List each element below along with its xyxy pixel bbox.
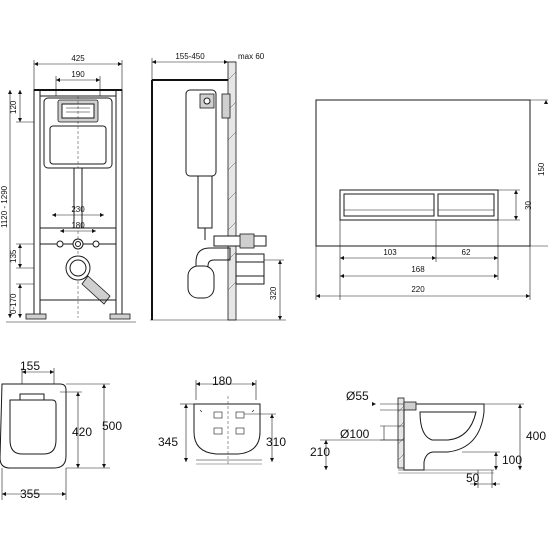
plate-height-label: 150 [537,162,546,176]
floor-range-label: 0-170 [9,293,18,314]
button-height-label: 30 [524,201,533,210]
bolt-spacing-230-label: 230 [71,205,85,214]
panel-width-label: 190 [71,70,85,79]
bowl-total-length-label: 500 [102,419,122,433]
bowl-length-label: 420 [72,425,92,439]
bowl-back-view: 180 345 310 [158,374,286,466]
right-button-width-label: 62 [462,248,471,257]
flush-plate-view: 150 30 103 62 168 220 [315,99,548,300]
setback-label: 50 [466,471,480,485]
back-height-label: 345 [158,435,178,449]
outlet-floor-height-label: 210 [310,445,330,459]
frame-width-label: 425 [71,54,85,63]
frame-height-range-label: 1120 - 1290 [0,185,9,228]
bowl-height-label: 400 [526,429,546,443]
drain-height-label: 135 [9,249,18,263]
frame-front-view: 425 190 230 180 [0,54,136,323]
bowl-side-view: Ø55 Ø100 210 400 100 [310,389,546,488]
top-height-label: 120 [9,100,18,114]
outlet-diameter-55-label: Ø55 [346,389,369,403]
bowl-top-view: 155 420 500 355 [0,359,122,501]
bolt-spacing-180-label: 180 [71,221,85,230]
back-width-label: 180 [212,374,232,388]
outlet-height-label: 100 [502,453,522,467]
frame-side-view: 155-450 max 60 320 [150,52,286,321]
plate-width-label: 220 [411,285,425,294]
bowl-top-width-label: 155 [20,359,40,373]
left-button-width-label: 103 [383,248,397,257]
drain-outlet-height-label: 320 [269,286,278,300]
buttons-width-label: 168 [411,265,425,274]
depth-range-label: 155-450 [175,52,205,61]
max-depth-label: max 60 [238,52,265,61]
bowl-width-label: 355 [20,487,40,501]
outlet-diameter-100-label: Ø100 [340,427,370,441]
bolt-height-label: 310 [266,435,286,449]
